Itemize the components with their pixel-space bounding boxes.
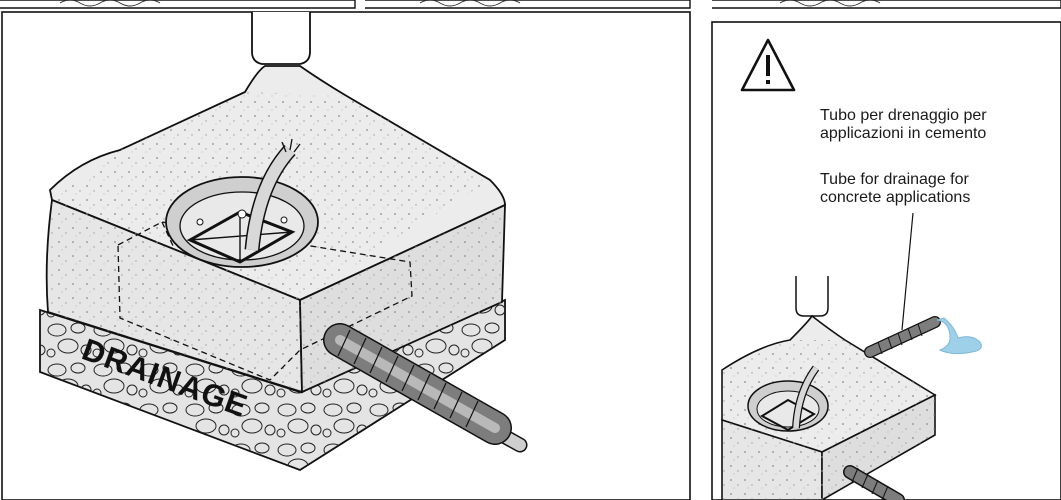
recess-hole	[165, 176, 319, 268]
water-drop-icon	[936, 317, 982, 355]
warning-triangle-icon	[740, 38, 796, 92]
top-panel-edges	[0, 0, 1061, 9]
drainage-tube-outlet	[864, 316, 982, 358]
label-italian-line2: applicazioni in cemento	[820, 125, 987, 142]
power-cable	[244, 138, 301, 251]
right-panel	[711, 21, 1061, 500]
drainage-tube	[323, 323, 528, 453]
label-italian-line1: Tubo per drenaggio per	[820, 107, 987, 124]
drainage-tube-lower	[843, 465, 905, 500]
label-english-line1: Tube for drainage for	[820, 171, 969, 188]
lamp-pole	[251, 12, 311, 65]
label-italian: Tubo per drenaggio per applicazioni in c…	[820, 107, 987, 143]
callout-line	[901, 212, 914, 331]
small-lamp-pole	[795, 276, 829, 317]
left-panel: DRAINAGE	[1, 11, 691, 500]
label-english-line2: concrete applications	[820, 189, 971, 206]
label-english: Tube for drainage for concrete applicati…	[820, 171, 970, 207]
